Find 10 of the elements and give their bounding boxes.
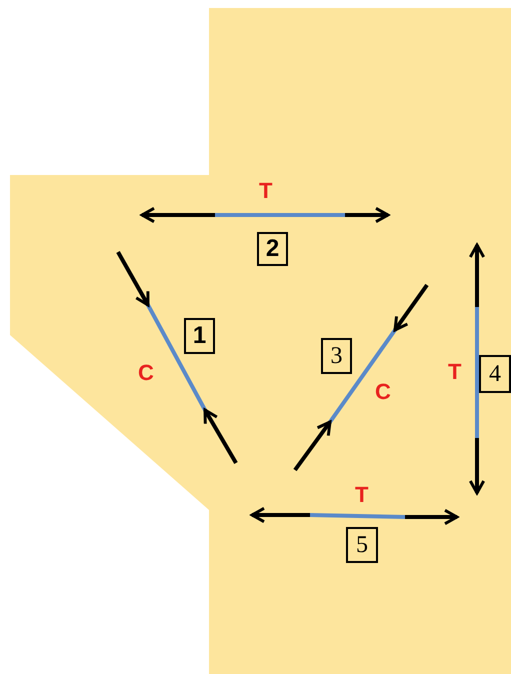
force-type-label: T [355,484,368,506]
force-type-label: C [138,362,154,384]
member-number: 1 [184,318,215,354]
member-number: 4 [479,355,511,393]
member-number: 3 [321,338,352,374]
force-type-label: T [448,361,462,383]
force-type-label: C [375,381,391,403]
member-number: 2 [257,232,288,266]
member-number: 5 [346,527,378,563]
force-type-label: T [259,180,272,202]
